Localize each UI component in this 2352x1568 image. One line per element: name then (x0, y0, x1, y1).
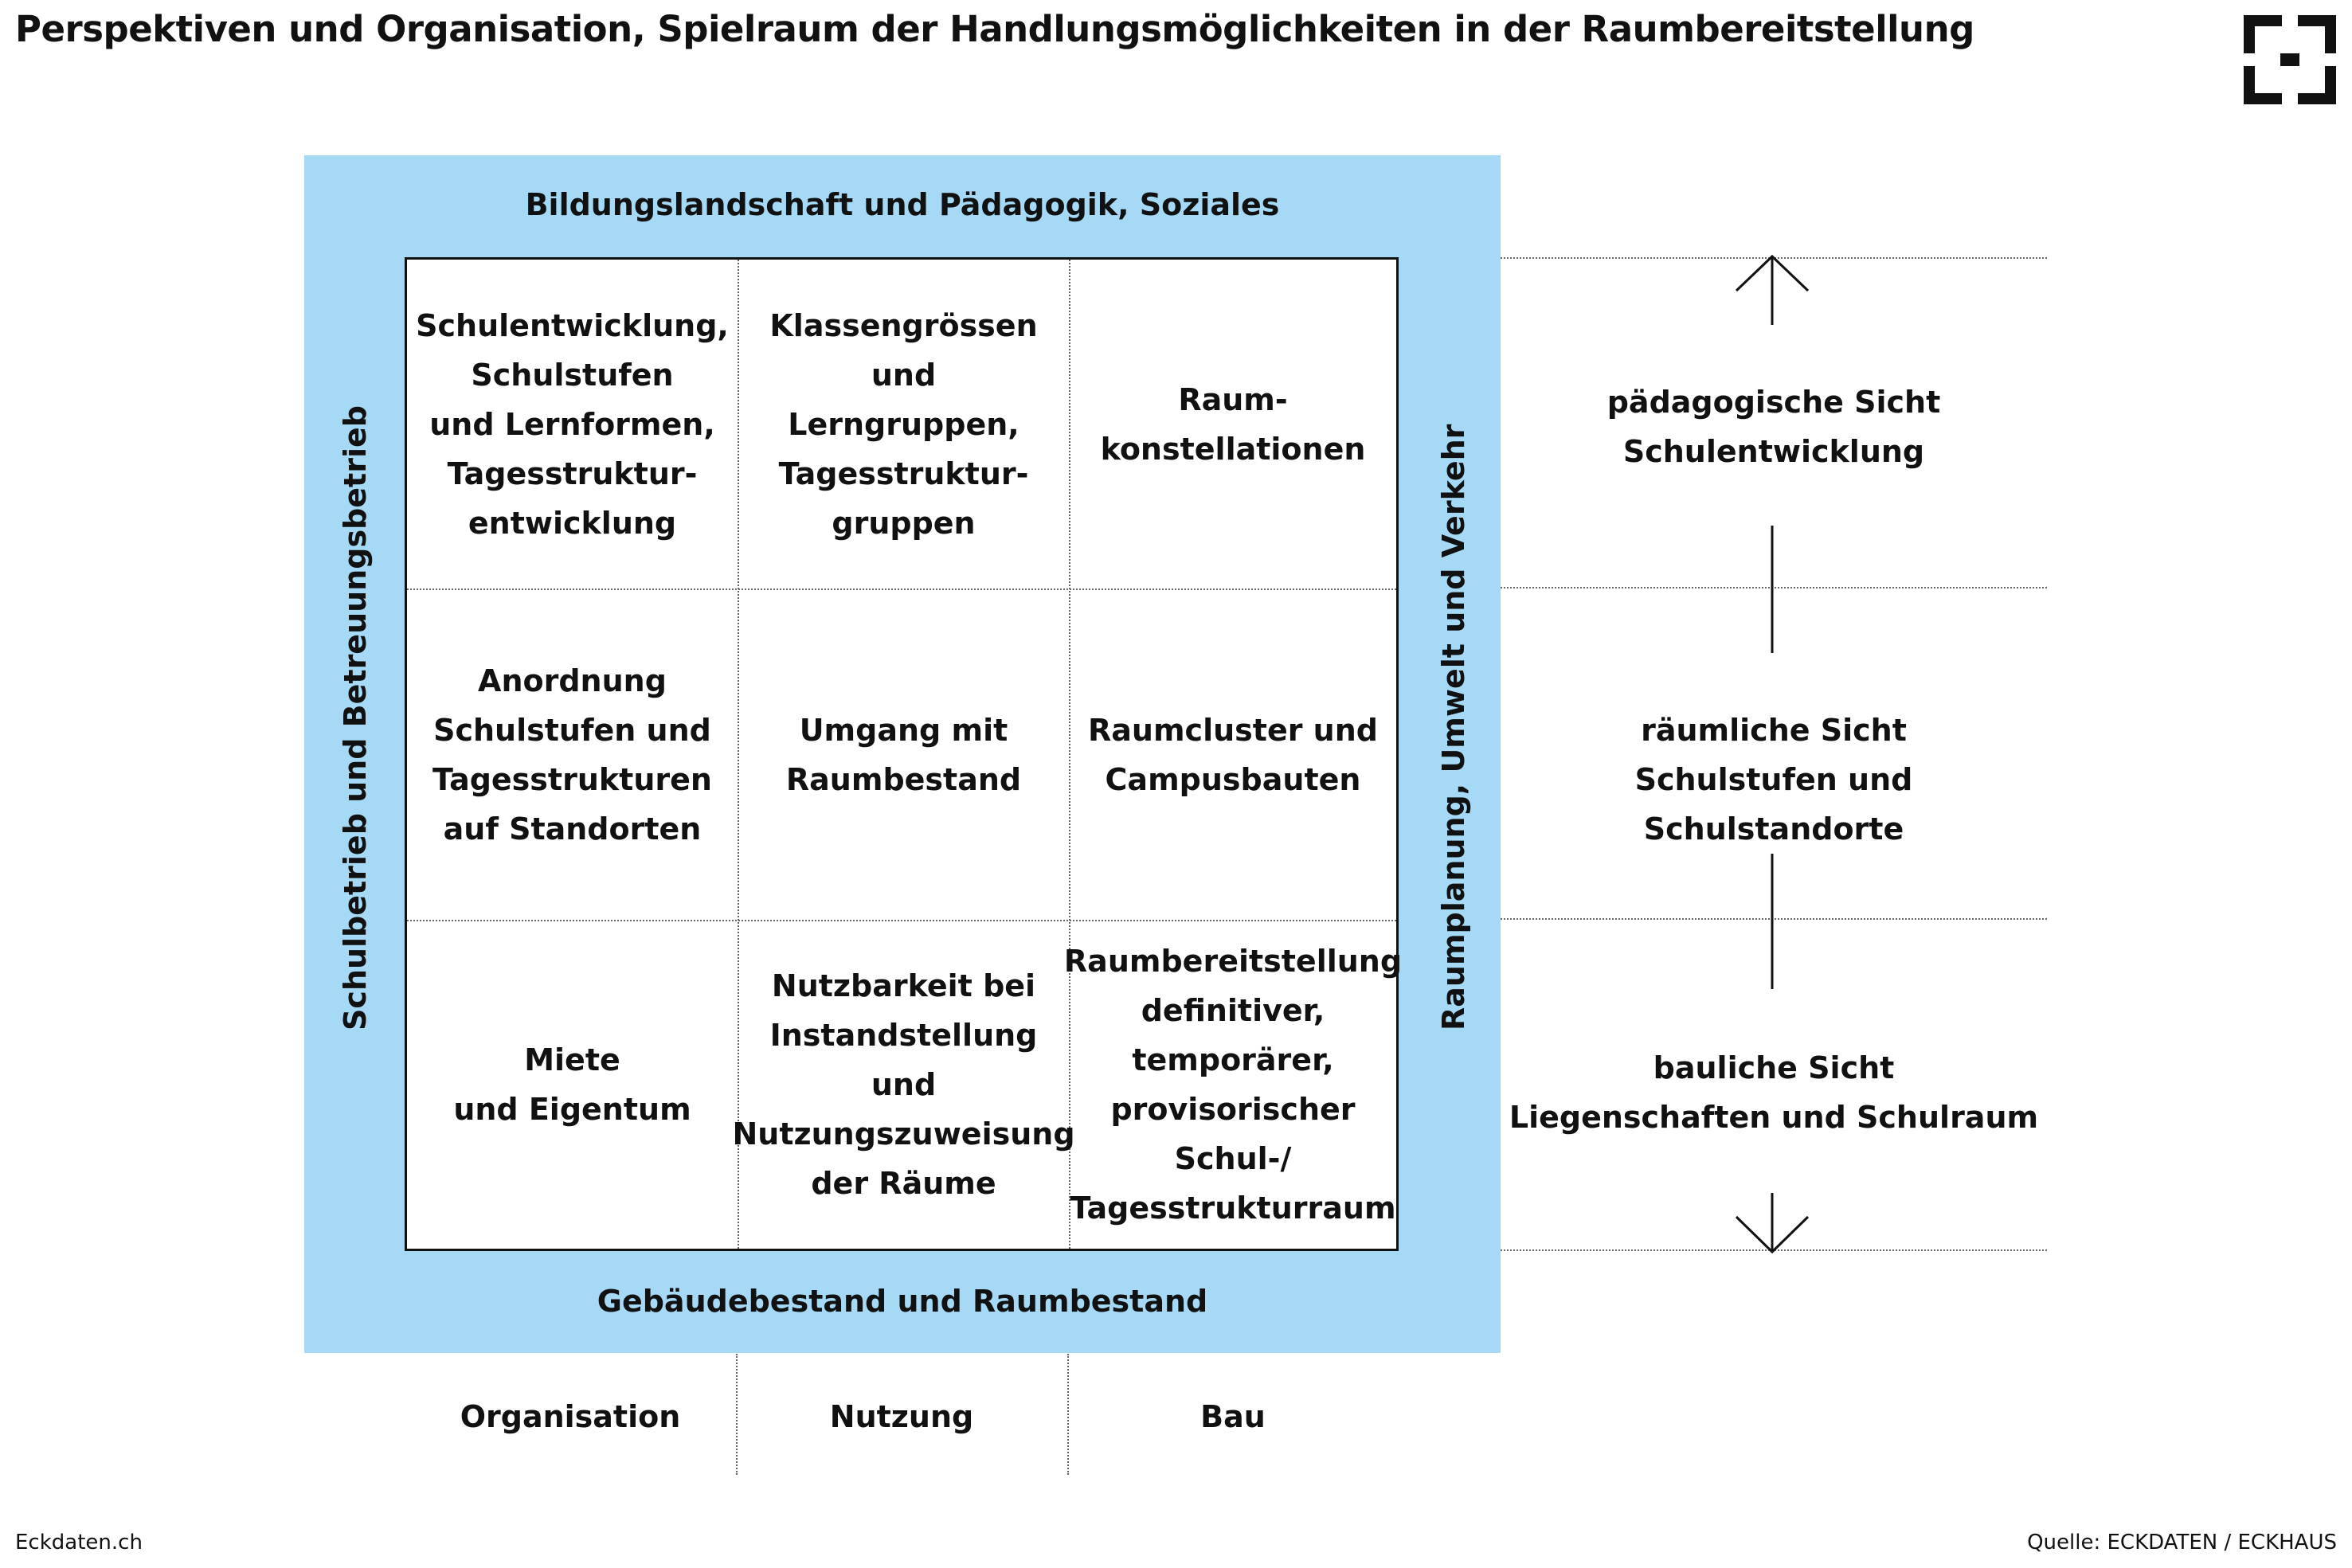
view-label-baulich: bauliche Sicht Liegenschaften und Schulr… (1509, 1050, 2039, 1135)
arrow-up-icon (1735, 254, 1810, 292)
eckdaten-logo-icon (2244, 15, 2336, 104)
matrix-cell: Raumcluster und Campusbauten (1088, 712, 1378, 797)
matrix-cell: Schulentwicklung, Schulstufen und Lernfo… (416, 307, 729, 541)
matrix-cell: Umgang mit Raumbestand (785, 712, 1022, 797)
frame-label-bottom: Gebäudebestand und Raumbestand (597, 1284, 1208, 1319)
frame-label-top: Bildungslandschaft und Pädagogik, Sozial… (525, 187, 1280, 222)
perspective-axis (1735, 254, 1810, 1254)
column-divider (1067, 1354, 1069, 1475)
level-line (1501, 918, 2047, 920)
grid-divider-horizontal (407, 588, 1396, 590)
column-label-bau: Bau (1200, 1399, 1266, 1434)
matrix-cell: Nutzbarkeit bei Instandstellung und Nutz… (732, 968, 1075, 1201)
column-label-organisation: Organisation (460, 1399, 681, 1434)
grid-divider-horizontal (407, 920, 1396, 921)
grid-divider-vertical (738, 260, 739, 1249)
matrix-cell: Anordnung Schulstufen und Tagesstrukture… (432, 663, 712, 847)
action-matrix: Schulentwicklung, Schulstufen und Lernfo… (405, 257, 1403, 1251)
page-title: Perspektiven und Organisation, Spielraum… (15, 8, 1974, 50)
arrow-down-icon (1735, 1215, 1810, 1254)
frame-label-right: Raumplanung, Umwelt und Verkehr (1436, 424, 1471, 1030)
column-label-nutzung: Nutzung (829, 1399, 974, 1434)
view-label-raeumlich: räumliche Sicht Schulstufen und Schulsta… (1634, 713, 1913, 847)
level-line (1501, 587, 2047, 588)
footer-source: Quelle: ECKDATEN / ECKHAUS (2027, 1531, 2337, 1554)
matrix-cell: Raum- konstellationen (1100, 381, 1366, 467)
grid-divider-vertical (1069, 260, 1070, 1249)
matrix-cell: Raumbereitstellung definitiver, temporär… (1063, 944, 1403, 1226)
column-divider (736, 1354, 738, 1475)
footer-site: Eckdaten.ch (15, 1531, 143, 1554)
matrix-cell: Klassengrössen und Lerngruppen, Tagesstr… (769, 307, 1038, 541)
frame-label-left: Schulbetrieb und Betreuungsbetrieb (338, 405, 373, 1030)
matrix-cell: Miete und Eigentum (453, 1042, 691, 1127)
view-label-paedagogisch: pädagogische Sicht Schulentwicklung (1606, 385, 1941, 469)
